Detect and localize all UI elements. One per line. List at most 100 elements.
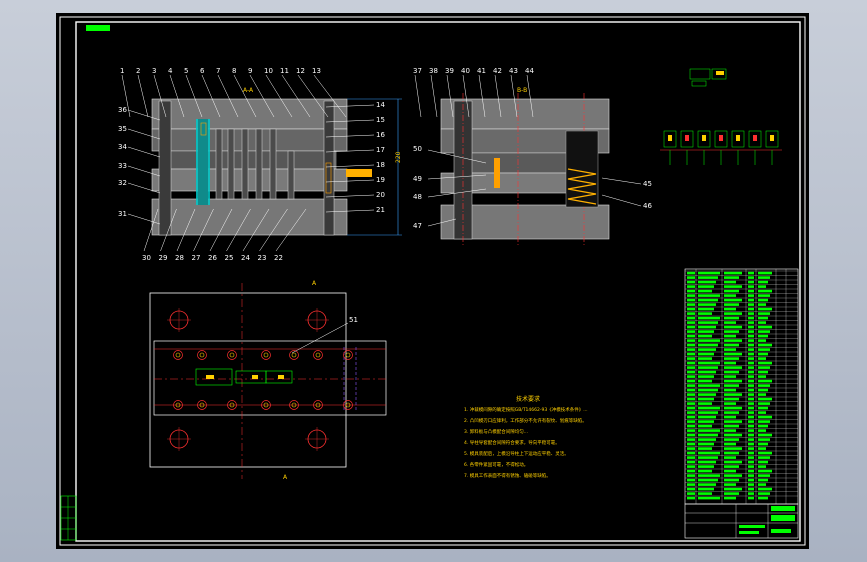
bom-row xyxy=(687,451,695,455)
bom-row xyxy=(687,447,695,450)
callout-label-26: 26 xyxy=(208,254,217,262)
strip-station xyxy=(765,130,779,148)
bom-row xyxy=(687,465,695,468)
leader-line xyxy=(601,177,642,185)
leader-line xyxy=(127,146,161,158)
svg-text:220: 220 xyxy=(395,151,402,163)
leader-line xyxy=(325,119,375,123)
strip-station xyxy=(680,130,694,148)
pilot-hole xyxy=(313,400,323,410)
callout-label-35: 35 xyxy=(118,125,127,133)
pilot-hole xyxy=(261,400,271,410)
bom-row xyxy=(687,433,695,437)
callout-label-38: 38 xyxy=(429,67,438,75)
callout-label-16: 16 xyxy=(376,131,385,139)
bom-row xyxy=(687,370,695,374)
callout-label-6: 6 xyxy=(200,67,205,75)
callout-label-2: 2 xyxy=(136,67,140,75)
bill-of-materials[interactable] xyxy=(684,268,799,505)
callout-label-41: 41 xyxy=(477,67,486,75)
bom-row xyxy=(687,352,695,356)
leader-line xyxy=(233,74,257,118)
leader-line xyxy=(160,208,177,252)
callout-label-29: 29 xyxy=(159,254,168,262)
leader-line xyxy=(325,194,375,198)
leader-line xyxy=(217,74,239,118)
leader-line xyxy=(427,149,487,164)
bom-row xyxy=(687,384,695,387)
leader-line xyxy=(297,74,329,118)
callout-label-5: 5 xyxy=(184,67,188,75)
bom-row xyxy=(687,388,695,392)
leader-line xyxy=(427,218,457,227)
pilot-hole xyxy=(197,400,207,410)
leader-line xyxy=(226,208,251,252)
view-label-a-a: A-A xyxy=(243,87,254,94)
bom-row xyxy=(687,460,695,464)
leader-line xyxy=(127,128,161,140)
tech-req-title: 技术要求 xyxy=(516,395,540,403)
callout-label-14: 14 xyxy=(376,101,385,109)
leader-line xyxy=(526,74,534,118)
bom-row xyxy=(687,393,695,396)
leader-line xyxy=(325,104,375,108)
plan-view[interactable]: 51 A A xyxy=(149,280,387,481)
bom-row xyxy=(687,303,695,306)
callout-label-20: 20 xyxy=(376,191,385,199)
bom-row xyxy=(687,397,695,401)
leader-line xyxy=(242,208,270,252)
callout-label-17: 17 xyxy=(376,146,385,154)
callout-label-27: 27 xyxy=(192,254,201,262)
bom-row xyxy=(687,307,695,311)
title-block[interactable] xyxy=(684,503,799,539)
bom-row xyxy=(687,375,695,378)
callout-label-21: 21 xyxy=(376,206,385,214)
leader-line xyxy=(325,134,375,138)
leader-line xyxy=(185,74,203,118)
bom-row xyxy=(687,487,695,491)
tech-req-line: 4. 导柱导套配合间隙符合要求，导向平稳可靠。 xyxy=(464,439,560,446)
pilot-hole xyxy=(173,400,183,410)
bom-row xyxy=(687,334,695,338)
leader-line xyxy=(127,182,161,194)
drawing-number-stamp xyxy=(86,25,110,31)
pilot-hole xyxy=(261,350,271,360)
callout-label-15: 15 xyxy=(376,116,385,124)
callout-label-10: 10 xyxy=(264,67,273,75)
bom-row xyxy=(687,469,695,473)
leader-line xyxy=(127,165,161,177)
leader-line xyxy=(275,208,307,252)
callout-label-48: 48 xyxy=(413,193,422,201)
bom-row xyxy=(687,424,695,428)
callout-label-44: 44 xyxy=(525,67,534,75)
leader-line xyxy=(201,74,221,118)
pilot-hole xyxy=(343,400,353,410)
bom-row xyxy=(687,496,695,500)
strip-station xyxy=(663,130,677,148)
strip-layout-views[interactable] xyxy=(660,68,782,165)
bom-row xyxy=(687,357,695,360)
bom-row xyxy=(687,406,695,410)
callout-label-30: 30 xyxy=(142,254,151,262)
callout-label-28: 28 xyxy=(175,254,184,262)
leader-line xyxy=(169,74,185,118)
pilot-hole xyxy=(289,400,299,410)
callout-label-50: 50 xyxy=(413,145,422,153)
strip-station xyxy=(748,130,762,148)
pilot-hole xyxy=(313,350,323,360)
callout-label-4: 4 xyxy=(168,67,173,75)
pilot-hole xyxy=(197,350,207,360)
bom-row xyxy=(687,379,695,383)
callout-label-36: 36 xyxy=(118,106,127,114)
bom-row xyxy=(687,411,695,414)
leader-line xyxy=(265,74,293,118)
callout-label-32: 32 xyxy=(118,179,127,187)
technical-requirements: 技术要求 1. 冲裁模间隙的确定按照GB/T14662-93《冲模技术条件》..… xyxy=(464,395,588,479)
bom-row xyxy=(687,298,695,302)
callout-label-19: 19 xyxy=(376,176,385,184)
leader-line xyxy=(446,74,454,118)
